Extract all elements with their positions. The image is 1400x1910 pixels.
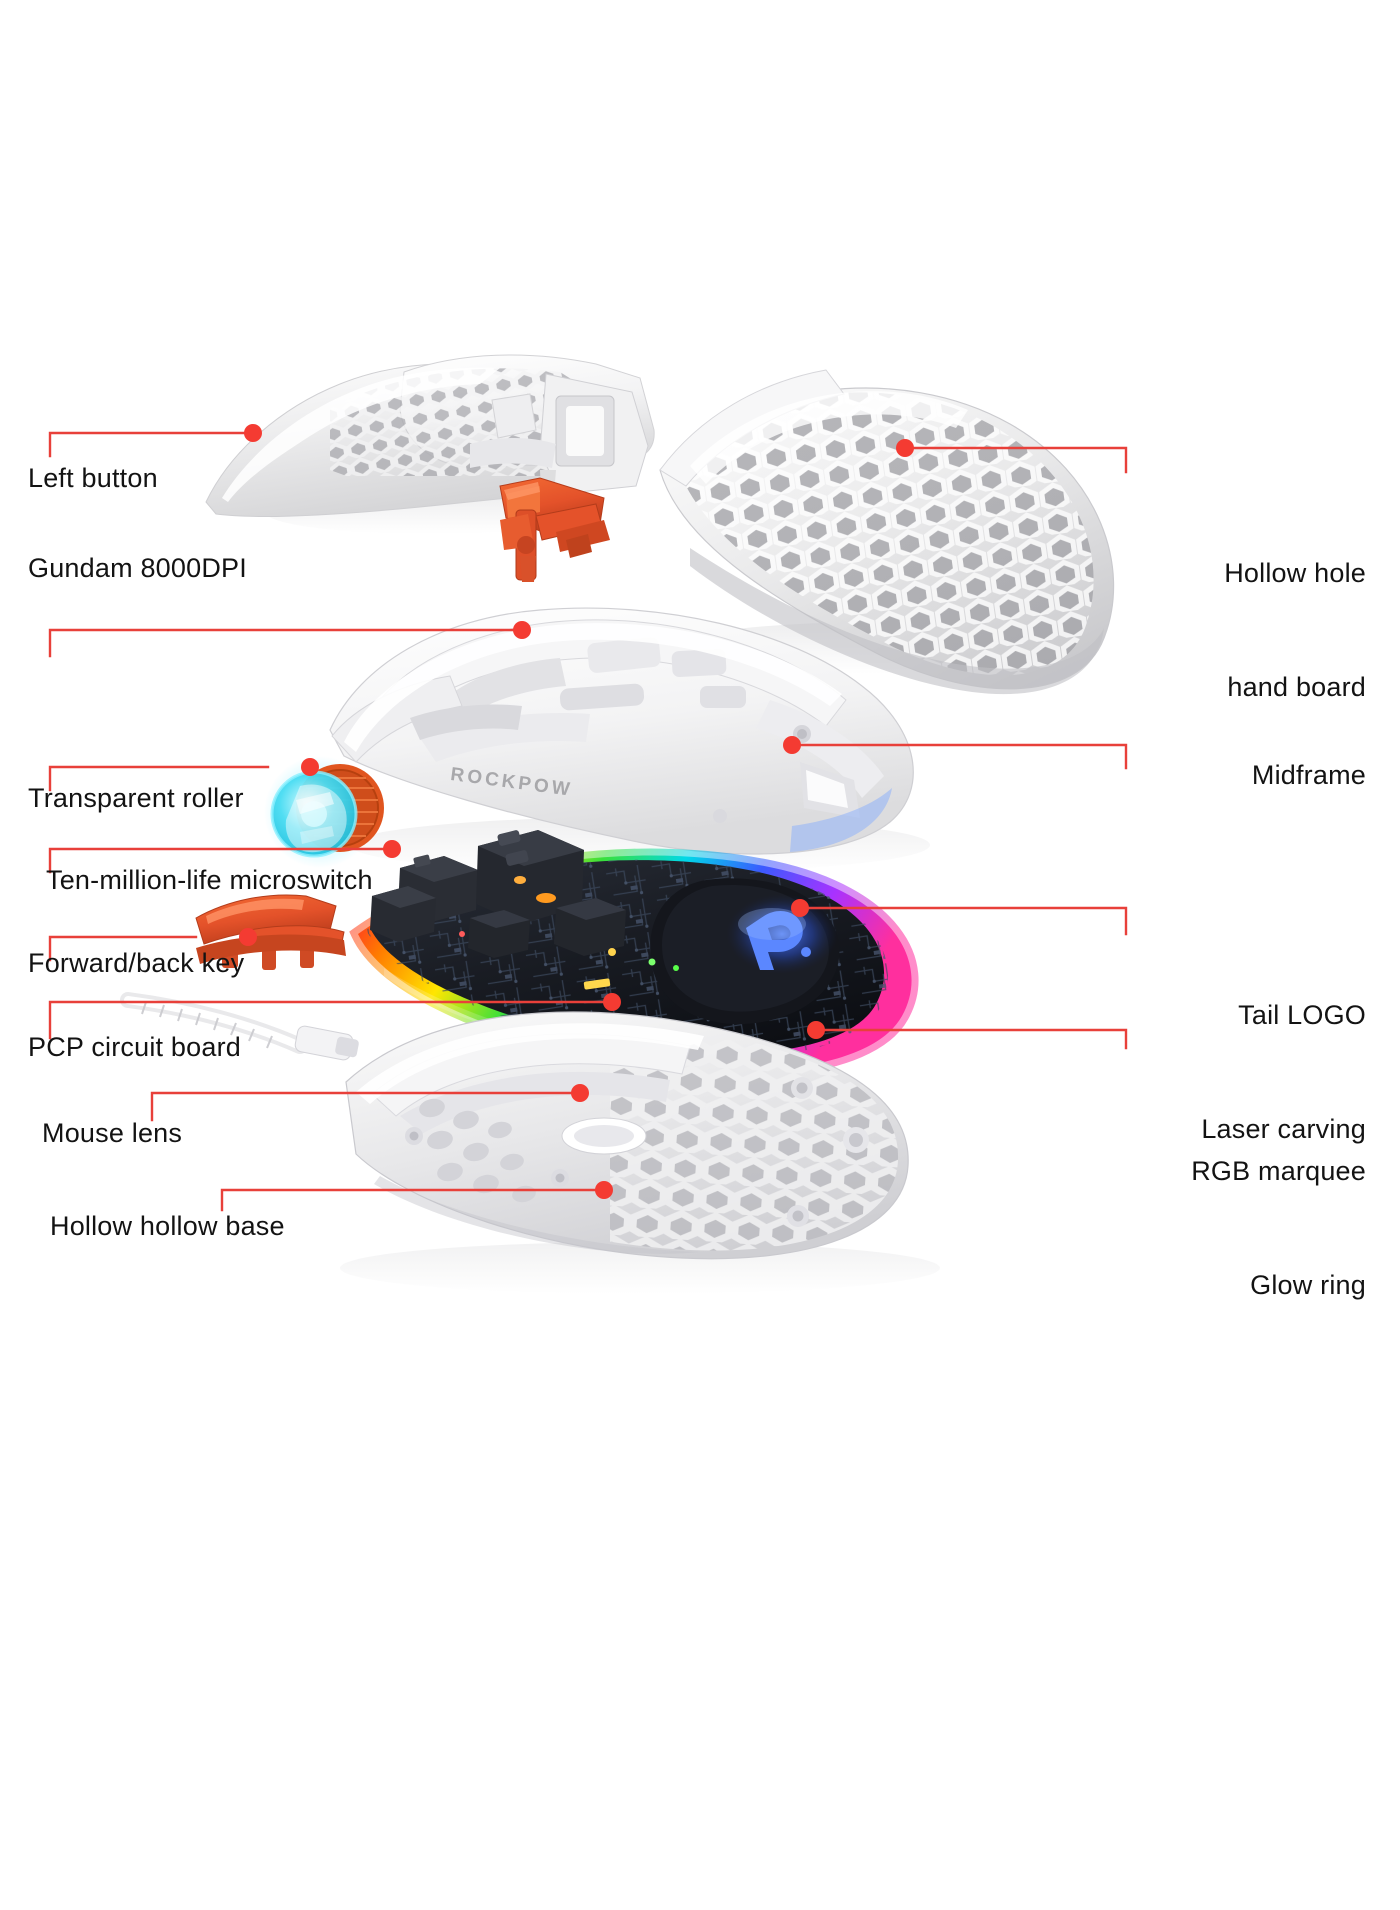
component-midframe	[329, 607, 930, 873]
callout-label-transparent-roller: Transparent roller	[28, 783, 244, 813]
component-transparent-roller	[264, 756, 384, 868]
component-forward-back-key	[195, 894, 346, 970]
callout-dot-rgb-ring	[807, 1021, 825, 1039]
callout-label-hand-board: Hollow hole hand board	[1224, 478, 1366, 782]
callout-label-microswitch: Ten-million-life microswitch	[46, 865, 373, 895]
tail-logo-glyph	[746, 911, 811, 970]
callout-label-left-button: Left button	[28, 463, 158, 493]
component-gundam-sensor-bracket	[499, 477, 610, 582]
component-usb-cable	[120, 992, 359, 1061]
callout-label-tail-logo-line-2: Laser carving	[1201, 1114, 1366, 1144]
callout-label-hand-board-line-2: hand board	[1227, 672, 1366, 702]
callout-dot-mouse-lens	[571, 1084, 589, 1102]
callout-dot-pcb	[603, 993, 621, 1011]
callout-dot-gundam-sensor	[513, 621, 531, 639]
callout-dot-microswitch	[383, 840, 401, 858]
callout-dot-hollow-base	[595, 1181, 613, 1199]
callout-dot-forward-back-key	[239, 928, 257, 946]
component-microswitches	[370, 830, 626, 958]
callout-dot-midframe	[783, 736, 801, 754]
callout-label-rgb-ring-line-2: Glow ring	[1250, 1270, 1366, 1300]
callout-dot-left-button	[244, 424, 262, 442]
callout-label-pcb: PCP circuit board	[28, 1032, 241, 1062]
callout-label-tail-logo-line-1: Tail LOGO	[1238, 1000, 1366, 1030]
callout-label-rgb-ring: RGB marquee Glow ring	[1191, 1076, 1366, 1380]
callout-label-rgb-ring-line-1: RGB marquee	[1191, 1156, 1366, 1186]
callout-label-hollow-base: Hollow hollow base	[50, 1211, 285, 1241]
callout-label-forward-back-key: Forward/back key	[28, 948, 245, 978]
callout-label-tail-logo: Tail LOGO Laser carving	[1201, 920, 1366, 1224]
callout-dot-transparent-roller	[301, 758, 319, 776]
component-hollow-hole-hand-board	[659, 369, 1115, 695]
callout-dot-tail-logo	[791, 899, 809, 917]
callout-label-midframe: Midframe	[1251, 760, 1366, 790]
callout-label-mouse-lens: Mouse lens	[42, 1118, 183, 1148]
callout-dot-hand-board	[896, 439, 914, 457]
callout-label-hand-board-line-1: Hollow hole	[1224, 558, 1366, 588]
callout-label-gundam-sensor: Gundam 8000DPI	[28, 553, 247, 583]
